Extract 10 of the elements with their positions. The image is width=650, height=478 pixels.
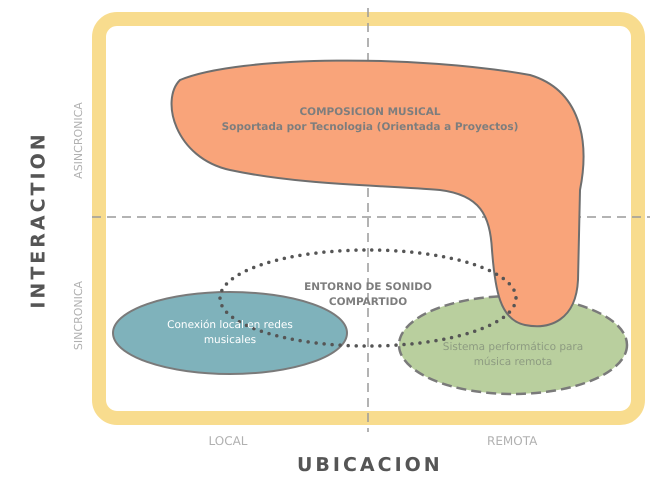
region-description: Soportada por Tecnologia (Orientada a Proyectos)	[222, 120, 518, 135]
axis-category: REMOTA	[487, 434, 538, 448]
axis-title: INTERACTION	[27, 131, 50, 309]
axis-category: LOCAL	[208, 434, 248, 448]
axis-category: ASINCRONICA	[71, 102, 84, 178]
axis-title: UBICACION	[297, 454, 443, 476]
region-label: Conexión local en redes musicales	[166, 318, 294, 348]
region-label: ENTORNO DE SONIDO COMPARTIDO	[303, 280, 433, 310]
region-label: COMPOSICION MUSICAL	[299, 104, 441, 120]
axis-category: SINCRONICA	[72, 280, 85, 350]
